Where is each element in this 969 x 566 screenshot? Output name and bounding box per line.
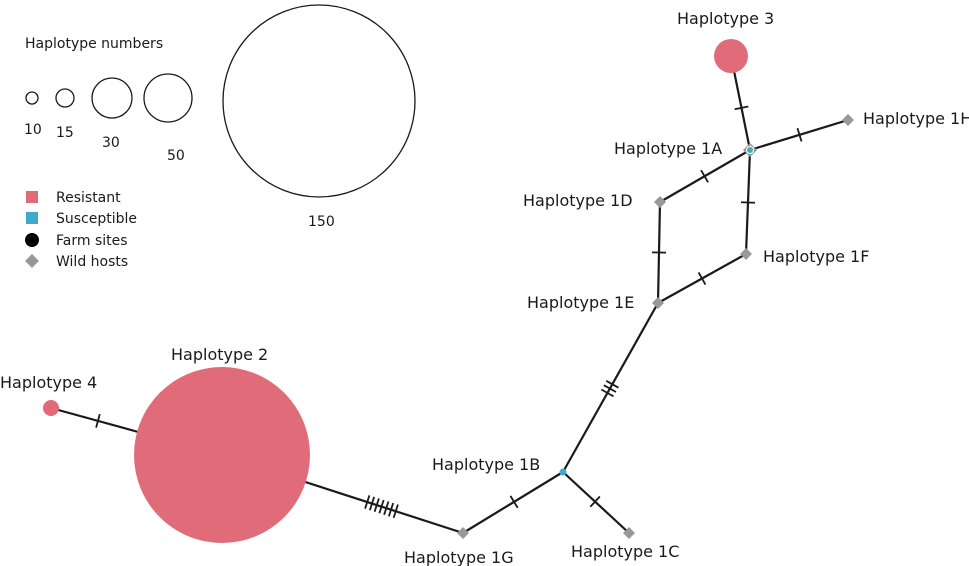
mutation-tick (373, 498, 380, 513)
label-haplotype-3: Haplotype 3 (677, 9, 774, 28)
size-legend-circle-50 (143, 73, 193, 123)
size-legend-circle-30 (91, 77, 133, 119)
label-haplotype-1f: Haplotype 1F (763, 247, 869, 266)
label-haplotype-1e: Haplotype 1E (527, 293, 634, 312)
size-legend-label-50: 50 (167, 148, 185, 164)
mutation-tick (392, 504, 399, 519)
node-h1g (457, 527, 469, 539)
label-haplotype-1g: Haplotype 1G (404, 548, 514, 566)
edge-h1B-h1C (562, 471, 630, 534)
label-haplotype-4: Haplotype 4 (0, 373, 97, 392)
legend-label-wild-hosts: Wild hosts (56, 254, 128, 270)
size-legend-circle-150 (222, 4, 416, 198)
edge-h1G-h1B (462, 471, 564, 534)
mutation-tick (600, 388, 614, 398)
node-h1f (740, 248, 752, 260)
mutation-tick (509, 495, 519, 509)
legend-label-resistant: Resistant (56, 190, 121, 206)
size-legend-label-150: 150 (308, 214, 335, 230)
legend-swatch-susceptible (26, 212, 38, 224)
size-legend-label-10: 10 (24, 122, 42, 138)
node-h1b (559, 468, 567, 476)
mutation-tick (388, 502, 395, 517)
legend-label-farm-sites: Farm sites (56, 233, 128, 249)
legend-swatch-farm-sites (25, 233, 39, 247)
node-h1d (654, 196, 666, 208)
size-legend-circle-10 (25, 91, 39, 105)
label-haplotype-1h: Haplotype 1H (863, 109, 969, 128)
legend: Haplotype numbers 10 15 30 50 150 Resist… (24, 4, 416, 270)
node-h4 (43, 400, 59, 416)
mutation-tick (796, 127, 803, 142)
mutation-tick (603, 384, 617, 393)
node-h1h (842, 114, 854, 126)
label-haplotype-1b: Haplotype 1B (432, 455, 540, 474)
mutation-tick (605, 380, 619, 389)
node-h3 (714, 39, 748, 73)
mutation-tick (700, 169, 709, 183)
node-h2 (134, 367, 310, 543)
node-h1e (652, 297, 664, 309)
mutation-tick (383, 501, 390, 516)
label-haplotype-1c: Haplotype 1C (571, 542, 679, 561)
node-h1a (743, 143, 757, 157)
size-legend-label-30: 30 (102, 135, 120, 151)
size-legend-title: Haplotype numbers (25, 36, 163, 52)
label-haplotype-1d: Haplotype 1D (523, 191, 633, 210)
label-haplotype-1a: Haplotype 1A (614, 139, 722, 158)
size-legend-circle-15 (55, 88, 75, 108)
mutation-tick (589, 495, 601, 508)
node-h1c (623, 527, 635, 539)
size-legend-label-15: 15 (56, 125, 74, 141)
mutation-tick (697, 271, 707, 286)
legend-swatch-resistant (26, 191, 38, 203)
mutation-tick (95, 413, 101, 428)
mutation-tick (378, 499, 385, 514)
network-nodes (43, 39, 854, 543)
legend-label-susceptible: Susceptible (56, 211, 137, 227)
mutation-tick (368, 496, 376, 511)
mutation-tick (740, 201, 756, 204)
edge-h1B-h1E (562, 302, 659, 473)
label-haplotype-2: Haplotype 2 (171, 345, 268, 364)
mutation-tick (734, 105, 749, 111)
legend-swatch-wild-hosts (25, 254, 39, 268)
node-labels: Haplotype 2 Haplotype 4 Haplotype 3 Hapl… (0, 9, 969, 566)
mutation-tick (364, 495, 371, 509)
